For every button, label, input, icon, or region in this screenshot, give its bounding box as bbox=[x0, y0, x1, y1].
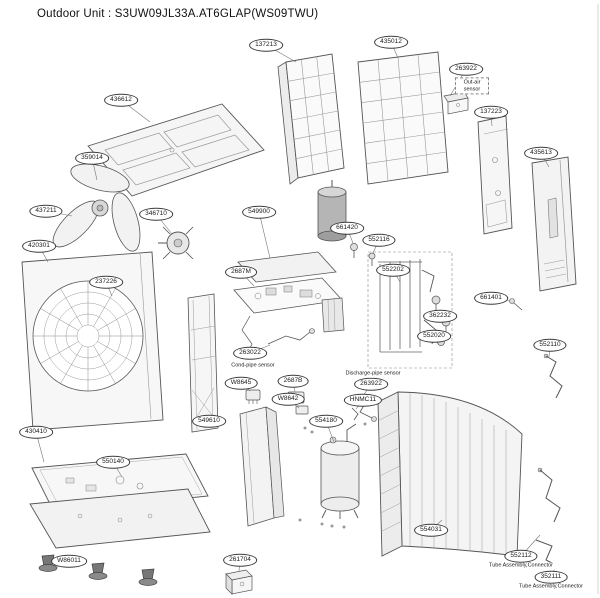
rear-grille-art bbox=[357, 51, 449, 185]
part-label-552202: 552202 bbox=[376, 263, 410, 277]
part-label-W8642: W8642 bbox=[271, 392, 305, 406]
screws-art bbox=[298, 422, 367, 522]
service-valve-art bbox=[350, 243, 376, 266]
pipe-support-frame-art bbox=[187, 293, 219, 433]
part-label-420301: 420301 bbox=[22, 239, 56, 253]
part-label-552020: 552020 bbox=[417, 329, 451, 343]
part-label-430410: 430410 bbox=[19, 425, 53, 439]
part-label-549900: 549900 bbox=[242, 205, 276, 219]
part-label-137213: 137213 bbox=[249, 38, 283, 52]
part-label-437211: 437211 bbox=[29, 204, 63, 218]
annotation-note: Tube Assembly,Connector bbox=[514, 583, 588, 591]
leader-line bbox=[258, 211, 271, 259]
part-label-W86011: W86011 bbox=[51, 554, 87, 568]
part-label-352111: 352111 bbox=[534, 570, 568, 584]
part-label-552116: 552116 bbox=[362, 233, 396, 247]
part-label-263922: 263922 bbox=[354, 377, 388, 391]
part-label-237226: 237226 bbox=[89, 275, 123, 289]
base-pan-art bbox=[29, 453, 211, 549]
compressor-art bbox=[320, 423, 360, 529]
right-tube-art bbox=[543, 353, 563, 399]
part-label-554180: 554180 bbox=[309, 414, 343, 428]
sensor-screw-art bbox=[509, 298, 523, 311]
partition-panel-art bbox=[239, 406, 285, 527]
part-label-554031: 554031 bbox=[414, 523, 448, 537]
part-label-HNMC11: HNMC11 bbox=[343, 393, 383, 407]
part-label-550140: 550140 bbox=[96, 455, 130, 469]
part-label-362232: 362232 bbox=[423, 309, 457, 323]
control-box-art bbox=[233, 251, 345, 357]
front-grille-art bbox=[277, 53, 345, 185]
part-label-2687M: 2687M bbox=[225, 265, 257, 279]
annotation-note: Discharge-pipe sensor bbox=[338, 370, 408, 378]
cond-pipe-sensor-art bbox=[267, 328, 315, 345]
part-label-436612: 436612 bbox=[104, 93, 138, 107]
part-label-2687B: 2687B bbox=[277, 374, 309, 388]
part-label-261704: 261704 bbox=[223, 553, 257, 567]
fan-motor-art bbox=[158, 226, 194, 260]
fan-propeller-art bbox=[52, 163, 141, 252]
rubber-feet-art bbox=[38, 554, 158, 586]
part-label-263022: 263022 bbox=[233, 346, 267, 360]
annotation-note: Out-air sensor bbox=[455, 77, 489, 95]
part-label-549610: 549610 bbox=[192, 414, 226, 428]
part-label-552112: 552112 bbox=[504, 549, 538, 563]
part-label-552110: 552110 bbox=[533, 338, 567, 352]
page-title: Outdoor Unit : S3UW09JL33A.AT6GLAP(WS09T… bbox=[37, 8, 319, 20]
condenser-coil-art bbox=[377, 391, 523, 557]
part-label-359014: 359014 bbox=[75, 151, 109, 165]
side-panel-large-art bbox=[531, 156, 577, 292]
part-label-W8645: W8645 bbox=[224, 376, 258, 390]
part-label-661401: 661401 bbox=[474, 291, 508, 305]
part-label-137223: 137223 bbox=[474, 105, 508, 119]
annotation-note: Cond-pipe sensor bbox=[223, 362, 283, 370]
annotation-note: Tube Assembly,Connector bbox=[484, 562, 558, 570]
part-label-346710: 346710 bbox=[139, 207, 173, 221]
part-label-435613: 435613 bbox=[524, 146, 558, 160]
part-label-661420: 661420 bbox=[330, 221, 364, 235]
junction-box-art bbox=[225, 569, 253, 595]
front-panel-art bbox=[21, 251, 164, 431]
part-label-435012: 435012 bbox=[374, 35, 408, 49]
part-label-263922: 263922 bbox=[449, 62, 483, 76]
